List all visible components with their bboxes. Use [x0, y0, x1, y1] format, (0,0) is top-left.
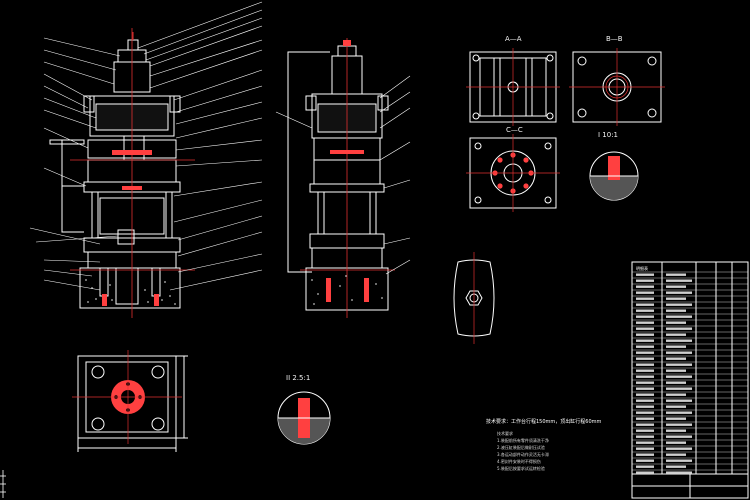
title-block-text-mark: [636, 375, 654, 378]
title-block-text-mark: [666, 375, 692, 378]
margin-ticks: [0, 470, 6, 498]
side-view-base-hatch: [311, 275, 383, 305]
title-block-text-mark: [666, 411, 692, 414]
title-block-text-mark: [636, 471, 654, 474]
main-assembly-leader-lines: [29, 1, 263, 291]
technical-requirements-title: 技术要求：工作台行程150mm，顶出缸行程60mm: [486, 419, 602, 425]
title-block-text-mark: [636, 393, 654, 396]
title-block-text-mark: [636, 459, 654, 462]
title-block-text-mark: [666, 273, 686, 276]
title-block-text-mark: [666, 303, 692, 306]
title-block-text-mark: [666, 423, 692, 426]
title-block-text-mark: [636, 273, 654, 276]
side-view-leader-lines: [275, 75, 411, 275]
title-block-text-mark: [666, 417, 686, 420]
title-block-text-mark: [666, 447, 692, 450]
title-block-text-mark: [636, 309, 654, 312]
section-c-c-centerlines: [466, 134, 560, 212]
title-block-text-mark: [666, 405, 686, 408]
view-a-a-centerlines: [466, 48, 560, 126]
title-block-text-mark: [636, 447, 654, 450]
title-block-text-mark: [636, 363, 654, 366]
title-block-text-mark: [636, 351, 654, 354]
title-block-text-mark: [636, 297, 654, 300]
title-block-text-mark: [636, 357, 654, 360]
view-label-c-c: C—C: [506, 126, 523, 134]
base-plan-centerlines: [72, 350, 182, 444]
title-block-text-mark: [666, 369, 686, 372]
title-block-text-mark: [636, 435, 654, 438]
technical-note: 5.装配后按要求试运转检验: [497, 466, 545, 471]
title-block-text-mark: [666, 429, 686, 432]
title-block-text-mark: [636, 423, 654, 426]
title-block-text-mark: [666, 471, 692, 474]
title-block-text-mark: [666, 387, 692, 390]
title-block-text-mark: [666, 309, 686, 312]
title-block-text-mark: [636, 405, 654, 408]
title-block-text-mark: [636, 399, 654, 402]
title-block-header: 明细表: [636, 266, 648, 271]
title-block-text-mark: [636, 345, 654, 348]
title-block-text-mark: [666, 333, 686, 336]
title-block-text-mark: [666, 285, 686, 288]
title-block-text-mark: [636, 291, 654, 294]
title-block-text-mark: [636, 411, 654, 414]
title-block-text-mark: [666, 345, 686, 348]
title-block-text-mark: [666, 291, 692, 294]
main-assembly-centerlines: [70, 28, 195, 318]
title-block-text-mark: [666, 459, 692, 462]
title-block-text-mark: [666, 399, 692, 402]
title-block-text-mark: [666, 351, 692, 354]
title-block-text-mark: [636, 417, 654, 420]
title-block-rows: [632, 271, 748, 474]
title-block-text-mark: [666, 327, 692, 330]
title-block-text-mark: [636, 387, 654, 390]
side-view-red-details: [326, 40, 369, 302]
title-block-text-mark: [636, 315, 654, 318]
title-block-text-mark: [636, 429, 654, 432]
detail-ii-drawing: [277, 391, 331, 445]
title-block-text-mark: [666, 321, 686, 324]
title-block-text-mark: [666, 357, 686, 360]
title-block-text-mark: [666, 315, 692, 318]
technical-notes-list: 技术要求 1.装配前所有零件须清洗干净 2.液压缸装配后做耐压试验 3.各运动部…: [497, 430, 549, 472]
title-block-text-mark: [666, 441, 686, 444]
title-block-text-mark: [666, 363, 692, 366]
view-label-b-b: B—B: [606, 35, 623, 43]
title-block-text-mark: [666, 381, 686, 384]
title-block-text-mark: [666, 297, 686, 300]
technical-note: 技术要求: [497, 431, 513, 436]
title-block-text-mark: [636, 453, 654, 456]
title-block-text-mark: [636, 279, 654, 282]
side-view-centerlines: [300, 38, 395, 318]
title-block-text-mark: [666, 435, 692, 438]
view-label-detail-ii: II 2.5:1: [286, 374, 311, 382]
technical-note: 2.液压缸装配后做耐压试验: [497, 445, 545, 450]
title-block-text-mark: [636, 285, 654, 288]
title-block-text-mark: [666, 453, 686, 456]
technical-note: 1.装配前所有零件须清洗干净: [497, 438, 549, 443]
title-block-text-mark: [636, 465, 654, 468]
title-block-text-mark: [636, 339, 654, 342]
title-block-text-mark: [636, 381, 654, 384]
title-block-text-mark: [636, 327, 654, 330]
main-assembly-red-details: [102, 150, 159, 306]
title-block-text-mark: [636, 441, 654, 444]
technical-note: 3.各运动部件动作灵活无卡滞: [497, 452, 549, 457]
oval-part-drawing: [453, 252, 495, 344]
view-b-b-centerlines: [569, 48, 665, 126]
view-label-detail-i: I 10:1: [598, 131, 619, 139]
view-label-a-a: A—A: [505, 35, 522, 43]
title-block-text-mark: [636, 321, 654, 324]
detail-i-drawing: [589, 151, 639, 201]
title-block-text-mark: [636, 369, 654, 372]
title-block-text-mark: [636, 333, 654, 336]
title-block-text-mark: [666, 279, 692, 282]
title-block-text-mark: [666, 393, 686, 396]
title-block-text-mark: [666, 339, 692, 342]
technical-note: 4.密封件安装时不得损伤: [497, 459, 541, 464]
title-block-text-mark: [636, 303, 654, 306]
title-block-text-mark: [666, 465, 686, 468]
